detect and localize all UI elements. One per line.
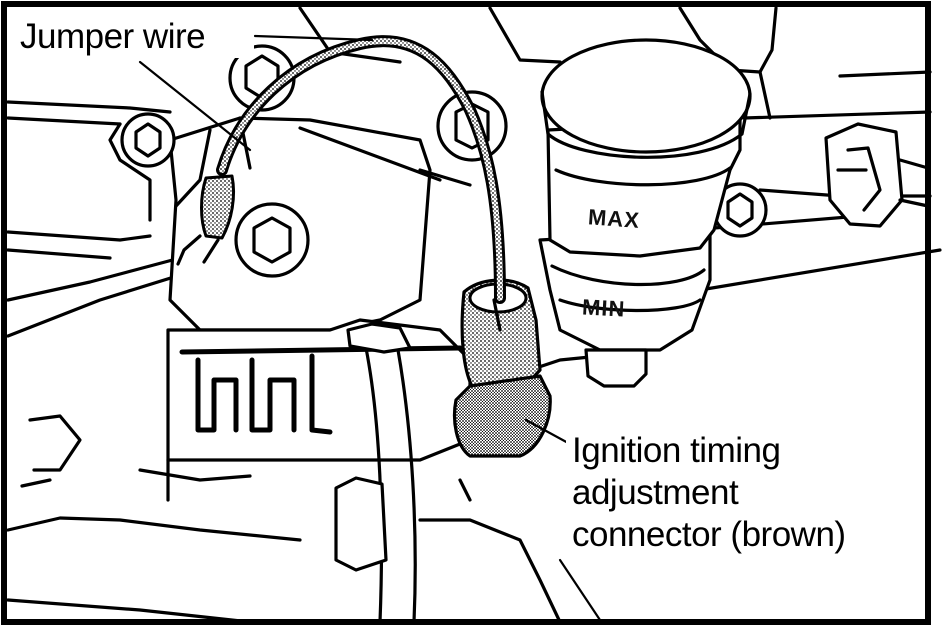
sensor-canister: MAX MIN	[538, 38, 752, 388]
right-connector	[824, 122, 930, 228]
stamp-min: MIN	[581, 294, 626, 321]
connector-label-line1: Ignition timing	[572, 431, 780, 470]
clip-leader	[138, 60, 252, 152]
lower-casting	[166, 318, 472, 502]
lower-hoses	[20, 322, 417, 624]
jumper-wire-leader	[253, 34, 374, 42]
connector-label-line2: adjustment	[572, 473, 739, 512]
connector-leader	[524, 418, 572, 446]
connector-label-line3: connector (brown)	[572, 515, 846, 554]
stamp-max: MAX	[587, 204, 641, 233]
left-hose	[6, 256, 192, 338]
jumper-wire-clip	[200, 174, 236, 240]
jumper-wire	[176, 35, 506, 304]
bolt-left	[120, 112, 176, 168]
jumper-wire-label: Jumper wire	[20, 17, 205, 56]
leader-lines	[138, 34, 572, 446]
bolt-center	[234, 202, 310, 278]
